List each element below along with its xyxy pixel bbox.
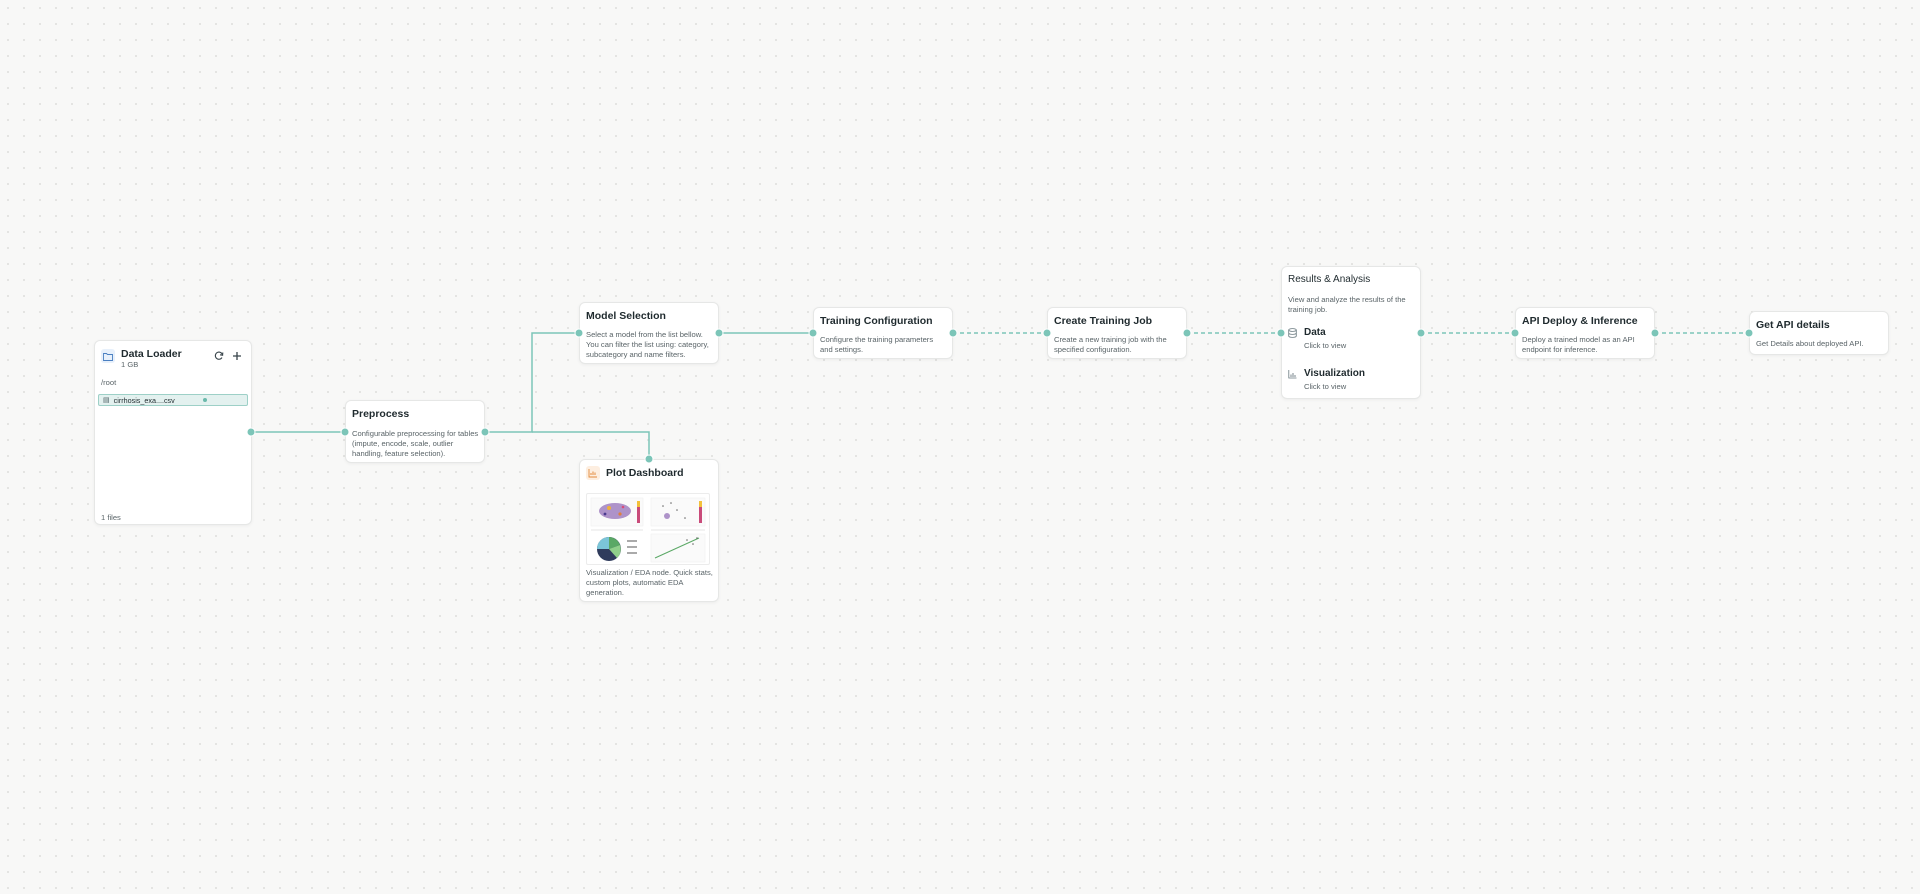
data-loader-size: 1 GB	[121, 360, 139, 369]
results-analysis-input-handle[interactable]	[1276, 328, 1286, 338]
file-name: cirrhosis_exa....csv	[113, 395, 175, 405]
preview-line	[650, 533, 706, 563]
results-analysis-description: View and analyze the results of the trai…	[1288, 295, 1406, 314]
data-loader-title: Data Loader	[121, 348, 182, 360]
preprocess-title: Preprocess	[352, 408, 410, 420]
results-visualization-item[interactable]: Visualization Click to view	[1288, 368, 1365, 391]
preview-scatter-1	[590, 497, 644, 527]
results-visualization-sublabel: Click to view	[1304, 382, 1347, 391]
training-configuration-output-handle[interactable]	[948, 328, 958, 338]
api-deploy-input-handle[interactable]	[1510, 328, 1520, 338]
results-data-label: Data	[1304, 327, 1326, 338]
results-analysis-node[interactable]: Results & Analysis View and analyze the …	[1281, 266, 1421, 399]
plot-dashboard-node[interactable]: Plot Dashboard	[579, 459, 719, 602]
get-api-details-node[interactable]: Get API details Get Details about deploy…	[1749, 311, 1889, 355]
preprocess-node[interactable]: Preprocess Configurable preprocessing fo…	[345, 400, 485, 463]
refresh-icon[interactable]	[214, 351, 224, 364]
model-selection-input-handle[interactable]	[574, 328, 584, 338]
model-selection-description: Select a model from the list bellow. You…	[586, 330, 709, 359]
plot-dashboard-input-handle[interactable]	[644, 454, 654, 464]
model-selection-title: Model Selection	[586, 310, 666, 322]
preview-scatter-2	[650, 497, 706, 527]
preprocess-description: Configurable preprocessing for tables (i…	[352, 429, 479, 458]
file-status-dot	[203, 398, 207, 402]
results-visualization-label: Visualization	[1304, 368, 1365, 379]
results-analysis-output-handle[interactable]	[1416, 328, 1426, 338]
create-training-job-output-handle[interactable]	[1182, 328, 1192, 338]
plot-dashboard-title: Plot Dashboard	[606, 467, 684, 479]
bar-chart-icon	[1288, 369, 1298, 381]
current-path: /root	[101, 378, 117, 387]
table-file-icon: ▤	[103, 397, 110, 404]
database-icon	[1288, 328, 1298, 340]
data-loader-node[interactable]: Data Loader 1 GB /root ▤ cirrhosis_exa..…	[94, 340, 252, 525]
data-loader-actions	[214, 351, 242, 364]
edge-preprocess-model-selection	[485, 332, 579, 433]
model-selection-node[interactable]: Model Selection Select a model from the …	[579, 302, 719, 364]
training-configuration-node[interactable]: Training Configuration Configure the tra…	[813, 307, 953, 359]
get-api-details-description: Get Details about deployed API.	[1756, 339, 1864, 348]
training-configuration-description: Configure the training parameters and se…	[820, 335, 934, 354]
create-training-job-title: Create Training Job	[1054, 315, 1153, 327]
create-training-job-node[interactable]: Create Training Job Create a new trainin…	[1047, 307, 1187, 359]
data-loader-header: Data Loader 1 GB	[101, 348, 182, 369]
results-data-sublabel: Click to view	[1304, 341, 1347, 350]
create-training-job-input-handle[interactable]	[1042, 328, 1052, 338]
training-configuration-title: Training Configuration	[820, 315, 933, 327]
plot-dashboard-header: Plot Dashboard	[586, 466, 684, 480]
model-selection-output-handle[interactable]	[714, 328, 724, 338]
api-deploy-title: API Deploy & Inference	[1522, 315, 1638, 327]
preprocess-output-handle[interactable]	[480, 427, 490, 437]
create-training-job-description: Create a new training job with the speci…	[1054, 335, 1167, 354]
results-analysis-title: Results & Analysis	[1288, 274, 1371, 285]
chart-icon	[586, 466, 600, 480]
training-configuration-input-handle[interactable]	[808, 328, 818, 338]
plot-dashboard-description: Visualization / EDA node. Quick stats, c…	[586, 568, 713, 597]
edge-preprocess-plot-dashboard	[532, 431, 650, 459]
get-api-details-title: Get API details	[1756, 319, 1830, 331]
api-deploy-output-handle[interactable]	[1650, 328, 1660, 338]
preprocess-input-handle[interactable]	[340, 427, 350, 437]
api-deploy-node[interactable]: API Deploy & Inference Deploy a trained …	[1515, 307, 1655, 359]
file-count: 1 files	[101, 513, 121, 522]
preview-pie	[597, 537, 637, 561]
api-deploy-description: Deploy a trained model as an API endpoin…	[1522, 335, 1635, 354]
folder-icon	[101, 349, 115, 363]
file-row[interactable]: ▤ cirrhosis_exa....csv	[98, 394, 248, 406]
data-loader-output-handle[interactable]	[246, 427, 256, 437]
results-data-item[interactable]: Data Click to view	[1288, 327, 1346, 350]
plus-icon[interactable]	[232, 351, 242, 364]
plot-preview-thumbnail	[586, 493, 710, 565]
get-api-details-input-handle[interactable]	[1744, 328, 1754, 338]
